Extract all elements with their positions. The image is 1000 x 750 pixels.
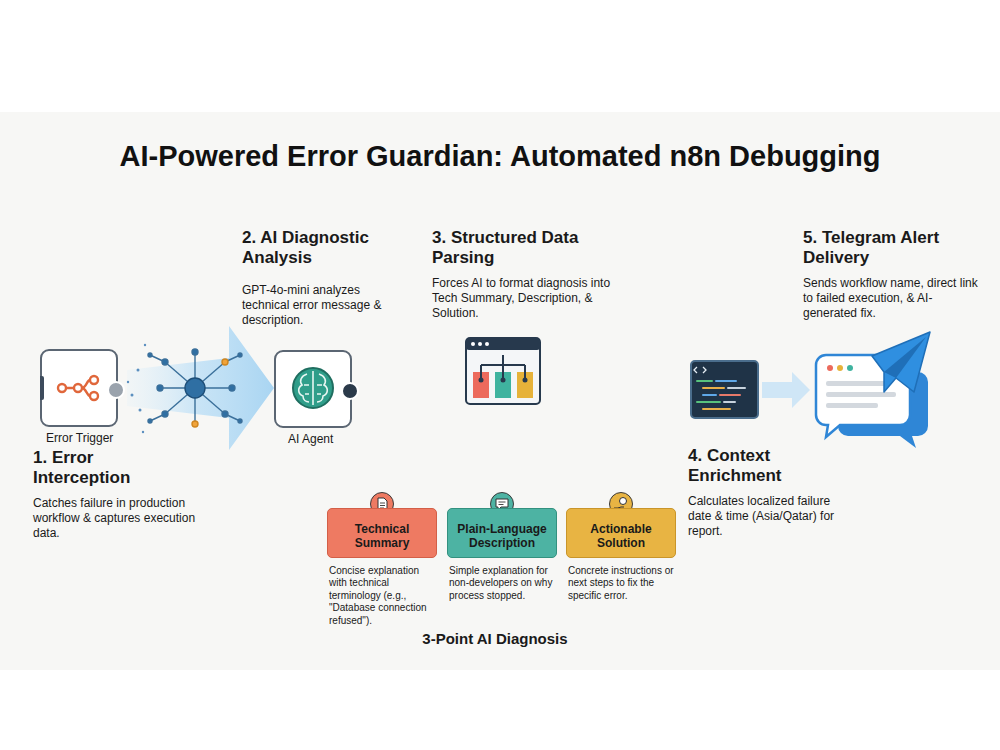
connector-port	[341, 382, 359, 400]
diagnosis-card: Actionable SolutionConcrete instructions…	[566, 508, 676, 602]
step-description: Calculates localized failure date & time…	[688, 494, 848, 539]
icon-node-box: AI Agent	[274, 350, 352, 428]
telegram-icon	[816, 332, 930, 448]
particle-dots	[127, 344, 146, 433]
step-description: Catches failure in production workflow &…	[33, 496, 198, 541]
flow-arrow	[762, 372, 810, 408]
card-body: Concrete instructions or next steps to f…	[566, 565, 676, 603]
diagram-title: AI-Powered Error Guardian: Automated n8n…	[0, 140, 1000, 173]
step-heading: 3. Structured Data Parsing	[432, 228, 607, 268]
connector-port	[107, 381, 125, 399]
network-icon	[148, 349, 242, 427]
card-box: Plain-Language Description	[447, 508, 557, 558]
step-description: GPT-4o-mini analyzes technical error mes…	[242, 283, 407, 328]
step-heading: 4. Context Enrichment	[688, 446, 818, 486]
structured-data-icon	[466, 338, 540, 404]
card-heading: Plain-Language Description	[452, 522, 552, 551]
step-heading: 5. Telegram Alert Delivery	[803, 228, 963, 268]
diagnosis-card: Technical SummaryConcise explanation wit…	[327, 508, 437, 627]
card-body: Simple explanation for non-developers on…	[447, 565, 557, 603]
card-heading: Actionable Solution	[571, 522, 671, 551]
step-description: Forces AI to format diagnosis into Tech …	[432, 276, 612, 321]
card-heading: Technical Summary	[332, 522, 432, 551]
step-heading: 2. AI Diagnostic Analysis	[242, 228, 402, 268]
step-heading: 3-Point AI Diagnosis	[395, 630, 595, 648]
card-box: Technical Summary	[327, 508, 437, 558]
code-window-icon	[691, 361, 758, 418]
node-caption: Error Trigger	[46, 431, 113, 445]
flow-arrow	[127, 326, 274, 450]
card-box: Actionable Solution	[566, 508, 676, 558]
card-body: Concise explanation with technical termi…	[327, 565, 437, 628]
diagnosis-card: Plain-Language DescriptionSimple explana…	[447, 508, 557, 602]
step-description: Sends workflow name, direct link to fail…	[803, 276, 978, 321]
icon-node-box: Error Trigger	[40, 349, 118, 427]
node-caption: AI Agent	[288, 432, 333, 446]
step-heading: 1. Error Interception	[33, 448, 163, 488]
